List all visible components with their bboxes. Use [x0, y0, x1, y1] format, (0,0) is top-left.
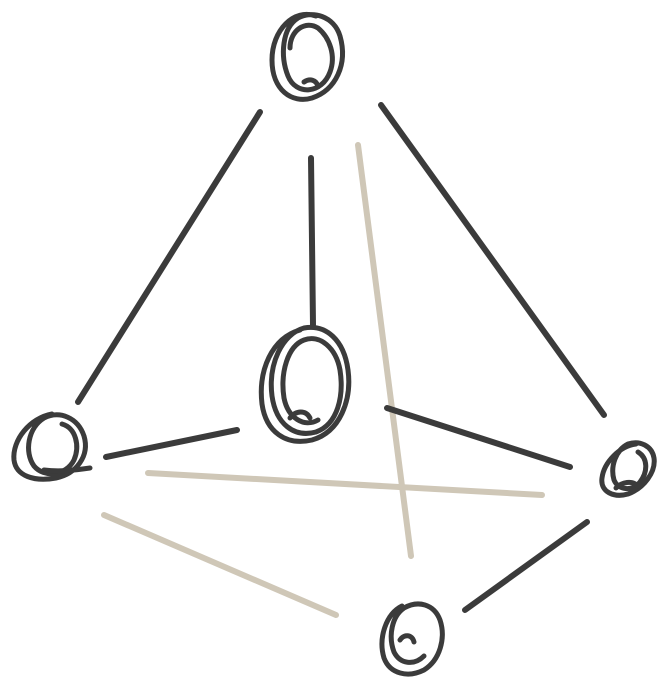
edge-left-center — [103, 427, 240, 460]
node-center-loop — [258, 324, 352, 444]
edge-top-center — [308, 155, 316, 328]
node-bottom-tail — [397, 633, 417, 645]
node-left-tail — [41, 465, 93, 474]
node-left — [11, 411, 93, 482]
back-edges — [101, 142, 545, 618]
edge-right-bottom — [462, 519, 590, 613]
node-top — [269, 11, 345, 102]
edge-top-left — [75, 109, 263, 405]
node-right — [599, 440, 657, 498]
node-center — [258, 324, 352, 444]
edge-top-right — [378, 102, 607, 418]
node-top-tail — [301, 77, 321, 89]
edge-left-bottom-back — [101, 512, 339, 618]
node-bottom-loop — [379, 601, 445, 677]
edge-top-bottom-back — [355, 142, 414, 559]
node-bottom — [379, 601, 445, 677]
front-edges — [75, 102, 607, 613]
edge-center-right — [384, 405, 573, 470]
node-center-tail — [287, 409, 313, 421]
node-right-tail — [613, 479, 641, 491]
edge-left-right-back — [145, 470, 545, 498]
nodes — [11, 11, 657, 677]
node-left-loop — [11, 411, 88, 482]
node-top-loop — [269, 11, 345, 102]
